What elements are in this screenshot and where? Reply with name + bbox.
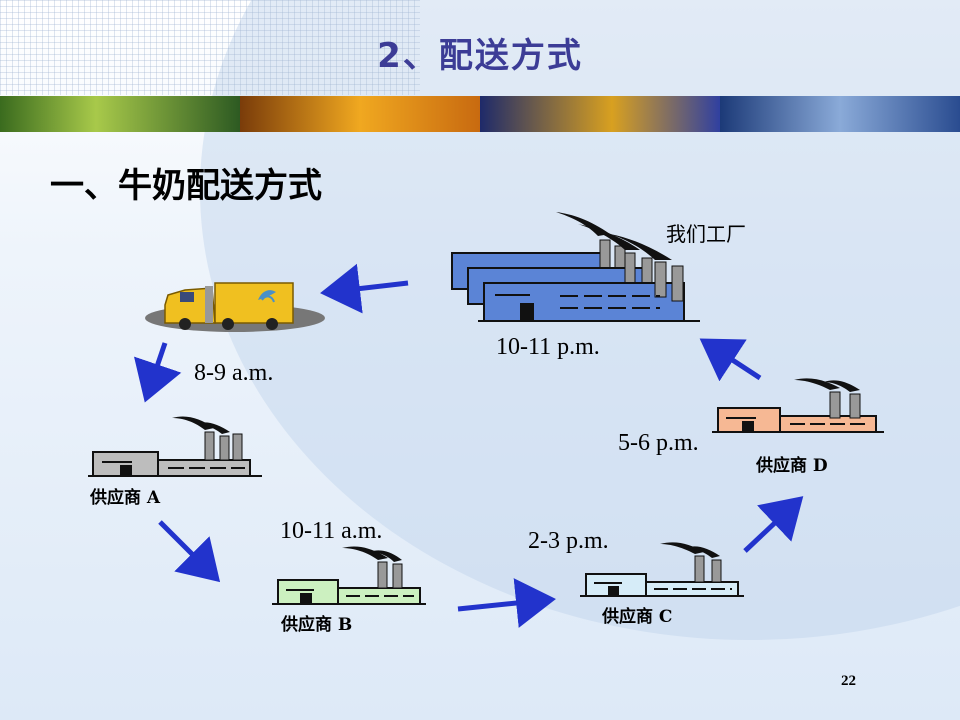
factory-building-front — [478, 234, 700, 322]
factory-icon — [451, 212, 700, 322]
supplier-d-label: 供应商 D — [756, 456, 828, 476]
banner-image-1 — [0, 96, 240, 132]
supplier-b-icon — [272, 546, 426, 605]
arrow-supplier-a-to-b — [158, 520, 221, 583]
factory-label: 我们工厂 — [666, 222, 746, 246]
arrow-supplier-d-to-factory — [699, 338, 762, 382]
background-grid — [0, 0, 420, 95]
section-heading: 一、牛奶配送方式 — [50, 166, 322, 206]
supplier-c-label: 供应商 C — [602, 607, 673, 627]
supplier-d-time: 5-6 p.m. — [618, 430, 699, 456]
supplier-b-label: 供应商 B — [281, 615, 353, 635]
supplier-d-icon — [712, 378, 884, 433]
banner-image-2 — [240, 96, 480, 132]
slide-title: 2、配送方式 — [377, 36, 583, 76]
page-number: 22 — [841, 673, 856, 689]
factory-time: 10-11 p.m. — [496, 334, 600, 360]
banner-image-4 — [720, 96, 960, 132]
truck-time: 8-9 a.m. — [194, 360, 274, 386]
arrow-factory-to-truck — [320, 263, 409, 314]
arrow-supplier-b-to-c — [457, 578, 556, 628]
arrow-truck-to-supplier-a — [133, 342, 182, 403]
supplier-c-icon — [580, 542, 744, 597]
supplier-a-icon — [88, 416, 262, 477]
truck-icon — [145, 282, 325, 332]
arrow-supplier-c-to-d — [743, 496, 804, 553]
supplier-c-time: 2-3 p.m. — [528, 528, 609, 554]
supplier-a-label: 供应商 A — [90, 488, 161, 508]
supplier-b-time: 10-11 a.m. — [280, 518, 383, 544]
banner-image-3 — [480, 96, 720, 132]
photo-banner — [0, 96, 960, 132]
